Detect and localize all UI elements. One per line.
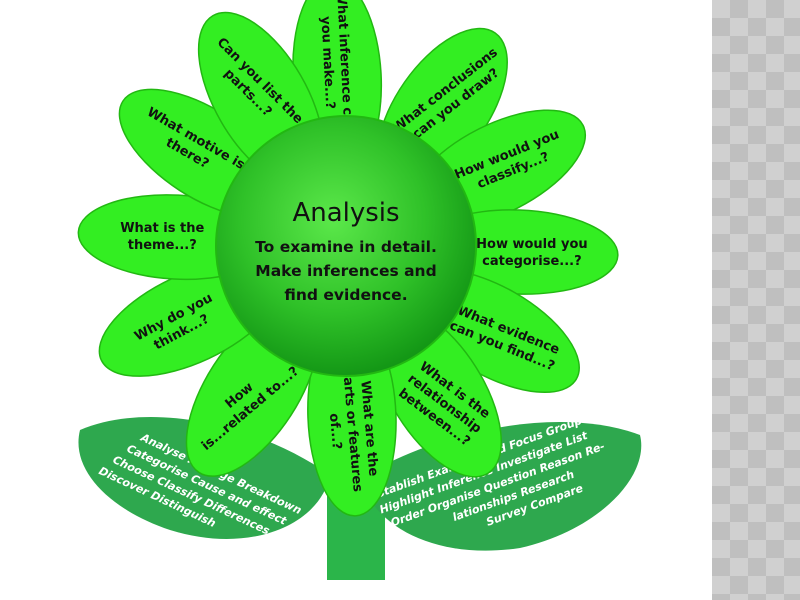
petal-label-line: theme...? — [128, 238, 197, 253]
center-title: Analysis — [292, 198, 399, 228]
petal-label-line: of...? — [326, 413, 344, 450]
center-line: To examine in detail. — [255, 238, 437, 256]
flower-center: Analysis To examine in detail. Make infe… — [216, 116, 476, 376]
petal-label-line: categorise...? — [482, 254, 582, 269]
center-line: find evidence. — [284, 286, 407, 304]
petal-label-line: How would you — [476, 237, 588, 252]
petal-label-line: What is the — [120, 221, 204, 236]
center-line: Make inferences and — [255, 262, 436, 280]
